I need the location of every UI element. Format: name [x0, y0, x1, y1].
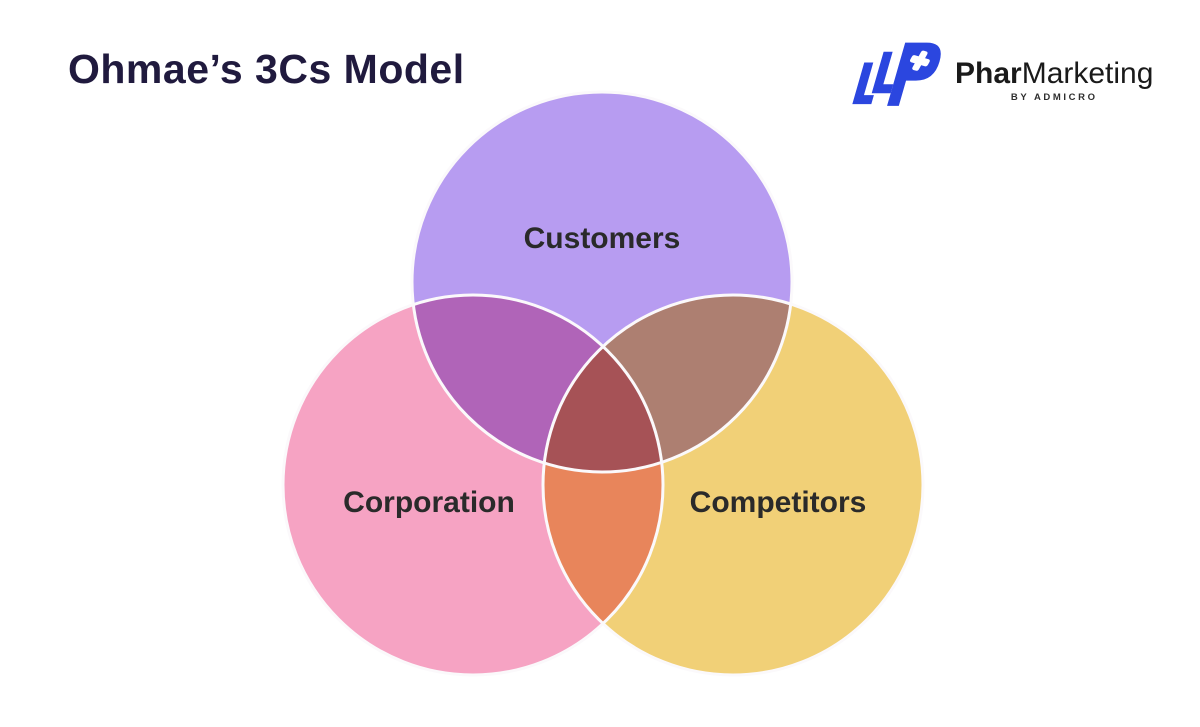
circle-outlines [281, 90, 925, 677]
venn-label-competitors: Competitors [689, 486, 867, 519]
logo-chevron-outer [852, 62, 874, 105]
logo-p-glyph [887, 42, 941, 106]
brand-wordmark: PharMarketing [955, 58, 1153, 90]
logo-chevron-inner [871, 51, 894, 94]
page-title: Ohmae’s 3Cs Model [68, 46, 465, 92]
venn-label-customers: Customers [523, 222, 681, 255]
brand-wordmark-regular: Marketing [1021, 57, 1154, 90]
logo-cross-cutout [909, 50, 930, 71]
circle-competitors [543, 295, 923, 675]
pharmarketing-p-cross-icon [852, 42, 941, 106]
brand-wordmark-bold: Phar [955, 57, 1022, 90]
brand-logo: PharMarketing BY ADMICRO [852, 34, 1153, 118]
brand-byline: BY ADMICRO [1010, 91, 1098, 103]
brand-text: PharMarketing BY ADMICRO [955, 58, 1153, 103]
venn-label-corporation: Corporation [343, 486, 515, 519]
